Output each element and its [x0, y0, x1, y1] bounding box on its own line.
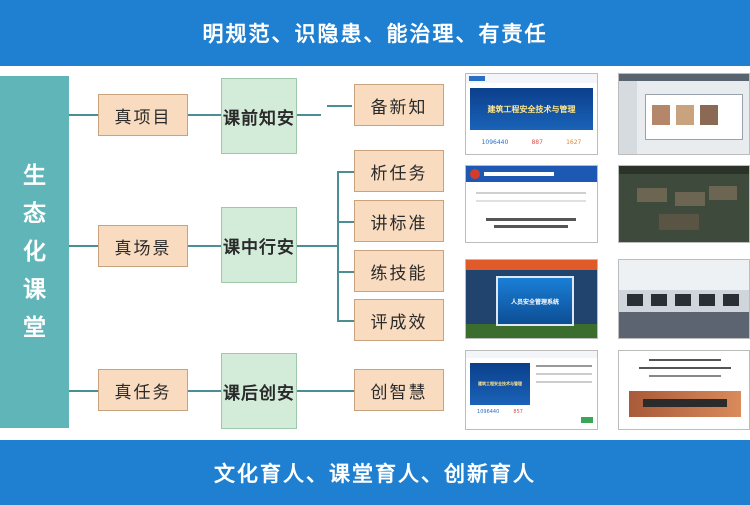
screenshot-exhibition-screen: 人员安全管理系统 — [465, 259, 598, 339]
stage-label: 真项目 — [114, 107, 172, 128]
connector-line — [188, 245, 221, 247]
sidebar-char: 态 — [23, 201, 46, 227]
connector-line — [69, 390, 98, 392]
stage-box-real-task: 真任务 — [98, 369, 188, 411]
screenshot-gov-website — [465, 165, 598, 243]
sidebar-char: 生 — [23, 163, 46, 189]
sidebar-char: 课 — [23, 277, 46, 303]
header-title: 明规范、识隐患、能治理、有责任 — [202, 22, 548, 46]
screenshot-course-page: 建筑工程安全技术与管理 1096440 857 — [465, 350, 598, 430]
activity-box: 练技能 — [354, 250, 444, 292]
screenshot-title: 建筑工程安全技术与管理 — [487, 104, 576, 114]
stage-box-real-project: 真项目 — [98, 94, 188, 136]
footer-title: 文化育人、课堂育人、创新育人 — [214, 461, 536, 486]
connector-line — [297, 114, 321, 116]
phase-box-post-class: 课后创安 — [221, 353, 297, 429]
connector-line — [297, 245, 337, 247]
connector-line — [337, 271, 354, 273]
connector-line — [337, 320, 354, 322]
stage-label: 真场景 — [114, 238, 172, 259]
connector-line — [337, 171, 339, 321]
sidebar-char: 堂 — [23, 315, 46, 341]
stage-box-real-scene: 真场景 — [98, 225, 188, 267]
screenshot-stat: 1096440 — [481, 138, 509, 146]
sidebar-char: 化 — [23, 239, 46, 265]
stage-label: 真任务 — [114, 382, 172, 403]
screenshot-software-dialog — [618, 73, 750, 155]
activity-box: 评成效 — [354, 299, 444, 341]
activity-label: 讲标准 — [370, 213, 428, 234]
activity-box: 创智慧 — [354, 369, 444, 411]
phase-label: 课前知安 — [223, 108, 295, 129]
screenshot-title: 建筑工程安全技术与管理 — [478, 381, 522, 386]
connector-line — [188, 114, 221, 116]
activity-label: 练技能 — [370, 263, 428, 284]
screenshot-computer-lab — [618, 259, 750, 339]
activity-label: 析任务 — [370, 163, 428, 184]
phase-box-pre-class: 课前知安 — [221, 78, 297, 154]
header-banner: 明规范、识隐患、能治理、有责任 — [0, 0, 750, 66]
connector-line — [69, 114, 98, 116]
connector-line — [337, 171, 354, 173]
connector-line — [297, 390, 354, 392]
screenshot-stat: 857 — [513, 409, 523, 415]
screenshot-stat: 887 — [531, 138, 543, 146]
phase-label: 课后创安 — [223, 383, 295, 404]
connector-line — [327, 105, 352, 107]
activity-box: 讲标准 — [354, 200, 444, 242]
connector-line — [188, 390, 221, 392]
footer-banner: 文化育人、课堂育人、创新育人 — [0, 440, 750, 505]
phase-label: 课中行安 — [223, 237, 295, 258]
connector-line — [337, 221, 354, 223]
screenshot-stat: 1096440 — [477, 409, 500, 415]
sidebar-eco-classroom: 生 态 化 课 堂 — [0, 76, 69, 428]
screenshot-platform-homepage: 建筑工程安全技术与管理 1096440 887 1627 — [465, 73, 598, 155]
activity-label: 创智慧 — [370, 382, 428, 403]
screenshot-3d-simulation — [618, 165, 750, 243]
activity-label: 备新知 — [370, 97, 428, 118]
activity-box: 备新知 — [354, 84, 444, 126]
phase-box-in-class: 课中行安 — [221, 207, 297, 283]
activity-label: 评成效 — [370, 312, 428, 333]
screenshot-stat: 1627 — [566, 138, 582, 146]
connector-line — [69, 245, 98, 247]
screenshot-title: 人员安全管理系统 — [510, 298, 559, 306]
screenshot-presentation-slide — [618, 350, 750, 430]
activity-box: 析任务 — [354, 150, 444, 192]
